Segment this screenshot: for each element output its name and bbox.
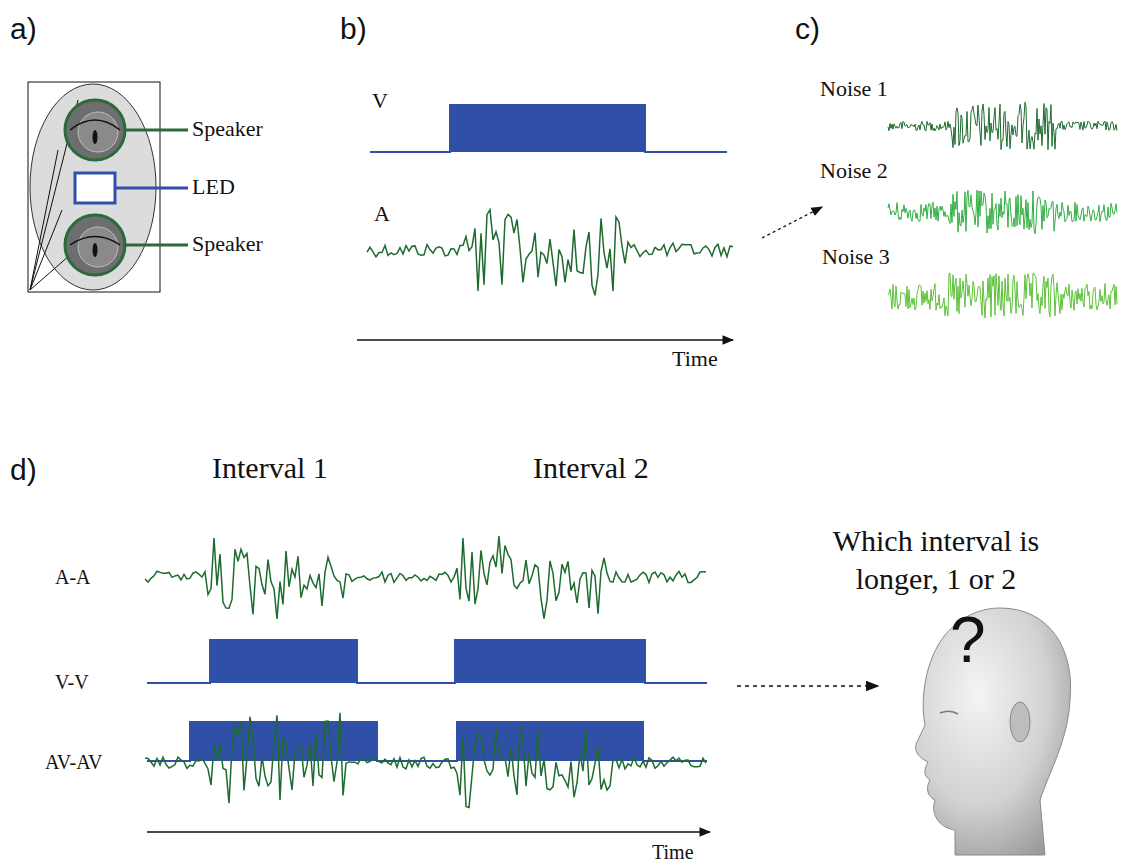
- axis-label: Time: [672, 348, 718, 370]
- leader-line: [115, 187, 188, 190]
- part-label: LED: [192, 176, 235, 198]
- leader-line: [124, 129, 188, 132]
- visual-pulse: [455, 640, 645, 683]
- question-mark: ?: [950, 608, 986, 672]
- panel-letter: c): [795, 14, 820, 44]
- visual-pulse: [457, 722, 643, 761]
- auditory-trace: [145, 713, 706, 808]
- noise-band: [888, 273, 1117, 318]
- condition-label: A-A: [55, 567, 91, 587]
- stimulus-panel: [357, 105, 822, 340]
- dotted-arrow: [762, 207, 822, 238]
- part-label: Speaker: [192, 118, 263, 140]
- visual-pulse: [210, 640, 357, 683]
- condition-label: AV-AV: [45, 752, 102, 772]
- led-symbol: [75, 173, 115, 203]
- noise-panel: [888, 102, 1117, 318]
- noise-label: Noise 2: [820, 160, 888, 182]
- panel-letter: a): [10, 14, 37, 44]
- setup-panel: [28, 82, 188, 292]
- part-label: Speaker: [192, 233, 263, 255]
- auditory-trace: [145, 536, 706, 619]
- noise-band: [888, 102, 1117, 149]
- signal-name: V: [372, 90, 388, 112]
- axis-label: Time: [652, 842, 694, 862]
- leader-line: [124, 244, 188, 247]
- time-axis: [147, 831, 710, 832]
- task-question: Which interval is longer, 1 or 2: [800, 522, 1072, 597]
- panel-letter: b): [340, 14, 367, 44]
- speaker-symbol: [65, 215, 125, 275]
- condition-label: V-V: [55, 672, 89, 692]
- interval-label: Interval 1: [212, 453, 328, 483]
- time-axis: [357, 339, 733, 340]
- dotted-arrow: [737, 685, 878, 687]
- noise-label: Noise 3: [822, 246, 890, 268]
- speaker-symbol: [65, 100, 125, 160]
- head-figure: [916, 608, 1071, 855]
- visual-trace: [370, 105, 727, 152]
- interval-label: Interval 2: [533, 453, 649, 483]
- auditory-trace: [367, 210, 733, 296]
- noise-band: [888, 190, 1117, 234]
- visual-pulse: [450, 105, 645, 152]
- noise-label: Noise 1: [820, 78, 888, 100]
- visual-trace: [147, 640, 707, 683]
- signal-name: A: [374, 203, 390, 225]
- panel-letter: d): [10, 455, 37, 485]
